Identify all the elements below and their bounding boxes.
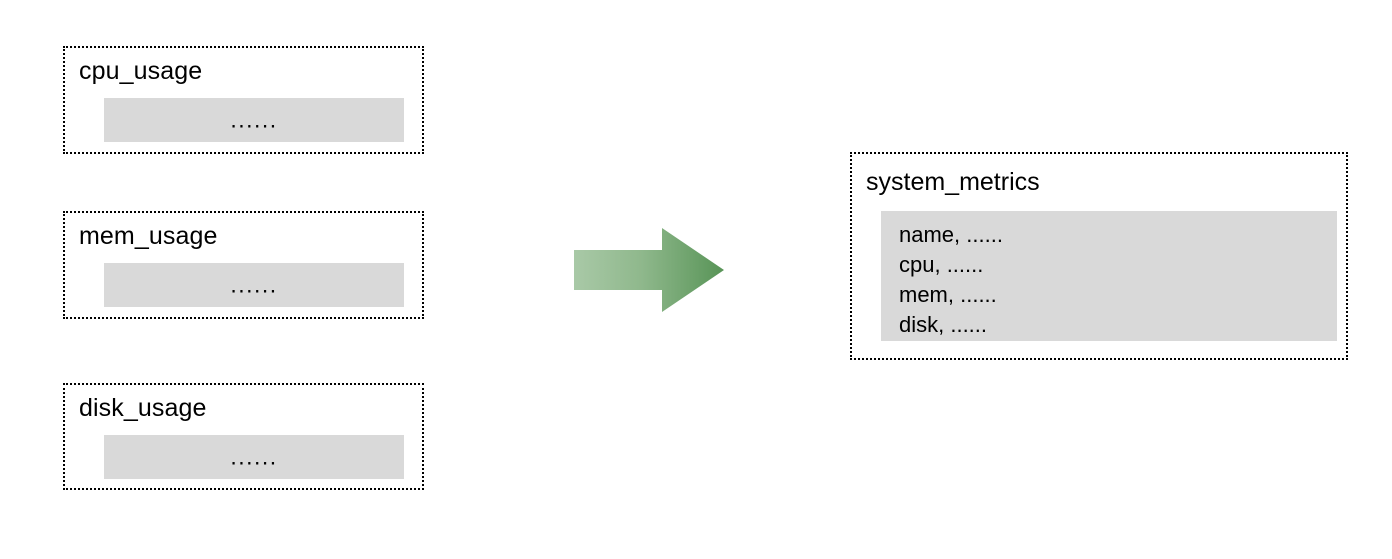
source-box-title: disk_usage — [79, 394, 207, 422]
source-box-mem-usage[interactable]: mem_usage ...... — [63, 211, 424, 319]
source-box-ellipsis: ...... — [230, 271, 278, 298]
source-box-cpu-usage[interactable]: cpu_usage ...... — [63, 46, 424, 154]
target-field-row: mem, ...... — [899, 282, 997, 307]
source-box-title: cpu_usage — [79, 57, 203, 85]
target-field-row: disk, ...... — [899, 312, 988, 337]
source-box-ellipsis: ...... — [230, 106, 278, 133]
target-box-title: system_metrics — [866, 168, 1040, 196]
target-box-system-metrics[interactable]: system_metrics name, ...... cpu, ...... … — [850, 152, 1348, 360]
source-box-body: ...... — [104, 98, 404, 142]
target-field-row: name, ...... — [899, 222, 1003, 247]
source-box-body: ...... — [104, 435, 404, 479]
source-box-title: mem_usage — [79, 222, 218, 250]
target-field-list: name, ...... cpu, ...... mem, ...... dis… — [899, 220, 1337, 340]
target-field-row: cpu, ...... — [899, 252, 984, 277]
source-box-ellipsis: ...... — [230, 443, 278, 470]
right-arrow-icon — [574, 228, 724, 312]
target-box-body: name, ...... cpu, ...... mem, ...... dis… — [881, 211, 1337, 341]
source-box-disk-usage[interactable]: disk_usage ...... — [63, 383, 424, 490]
source-box-body: ...... — [104, 263, 404, 307]
